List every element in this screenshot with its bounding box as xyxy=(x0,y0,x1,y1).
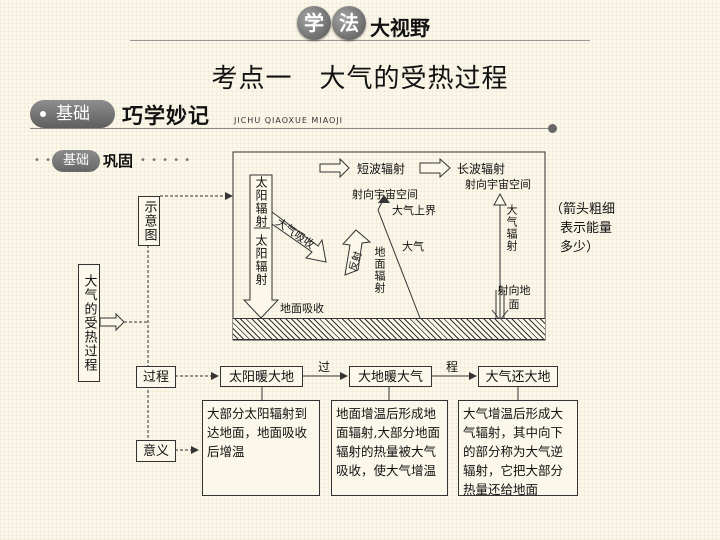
section-pill-dot xyxy=(40,111,46,117)
note-line-2: 表示能量 xyxy=(560,221,613,236)
banner-badge-fa: 法 xyxy=(332,6,366,40)
process-connector-2: 程 xyxy=(446,360,459,374)
ground-surface xyxy=(233,318,545,340)
section-divider xyxy=(30,128,555,129)
subsection-label: 巩固 xyxy=(103,152,134,170)
section-pinyin: JICHU QIAOXUE MIAOJI xyxy=(234,116,344,125)
banner-word: 大视野 xyxy=(370,16,430,40)
ground-radiation-label: 地面辐射 xyxy=(373,246,386,294)
process-label-box: 过程 xyxy=(136,366,176,388)
meaning-box-3: 大气增温后形成大气辐射，其中向下的部分称为大气逆辐射，它把大部分热量还给地面 xyxy=(458,400,578,497)
process-connector-1: 过 xyxy=(318,360,331,374)
note-line-1: （箭头粗细 xyxy=(550,202,616,217)
note: （箭头粗细 表示能量 多少） xyxy=(550,200,615,257)
legend-short-wave: 短波辐射 xyxy=(357,162,406,176)
atmos-upper-label: 大气上界 xyxy=(392,204,436,217)
to-space2-label: 射向宇宙空间 xyxy=(465,178,531,191)
process-step-2: 大地暖大气 xyxy=(349,366,432,387)
to-ground-label: 射向地面 xyxy=(497,284,531,311)
meaning-box-2: 地面增温后形成地面辐射,大部分地面辐射的热量被大气吸收，使大气增温 xyxy=(331,400,448,496)
section-end-dot xyxy=(548,124,557,133)
subsection-dots-right: • • • • • xyxy=(140,155,192,166)
ground-absorb-label: 地面吸收 xyxy=(280,302,324,315)
process-step-1: 太阳暖大地 xyxy=(220,366,303,387)
meaning-box-1: 大部分太阳辐射到达地面，地面吸收后增温 xyxy=(202,400,320,496)
diagram-label-box: 示意图 xyxy=(138,196,160,246)
meaning-label-box: 意义 xyxy=(136,440,176,462)
solar-radiation-label: 太阳辐射 xyxy=(254,234,268,286)
atmos-radiation-label: 大气辐射 xyxy=(505,204,518,252)
page-title: 考点一 大气的受热过程 xyxy=(211,64,509,94)
atmosphere-label: 大气 xyxy=(402,240,424,253)
banner-badge-xue: 学 xyxy=(297,6,331,40)
main-label-box: 大气的受热过程 xyxy=(78,264,100,382)
banner-line xyxy=(130,40,590,41)
to-space-label: 射向宇宙空间 xyxy=(352,188,418,201)
solar-radiation-top-label: 太阳辐射 xyxy=(254,176,268,228)
process-step-3: 大气还大地 xyxy=(478,366,558,387)
section-title: 巧学妙记 xyxy=(122,103,210,128)
legend-long-wave: 长波辐射 xyxy=(457,162,506,176)
subsection-dots-left: • • • xyxy=(34,155,64,166)
note-line-3: 多少） xyxy=(560,240,600,255)
subsection-pill: 基础 xyxy=(52,150,100,172)
